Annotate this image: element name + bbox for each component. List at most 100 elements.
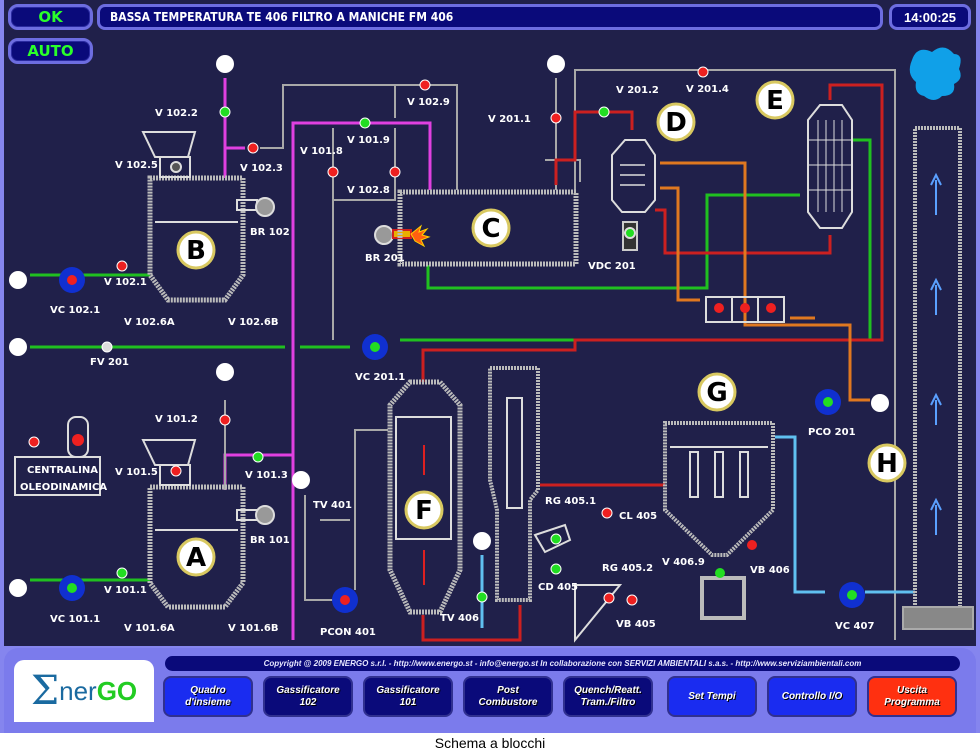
gasifier-b bbox=[141, 131, 246, 303]
logo-ner: ner bbox=[59, 675, 97, 706]
label-v101-1: V 101.1 bbox=[104, 585, 147, 596]
arrow-up-icon bbox=[547, 55, 565, 73]
label-v102-3: V 102.3 bbox=[240, 163, 283, 174]
nav-gassificatore-101-button[interactable]: Gassificatore 101 bbox=[363, 676, 453, 717]
label-tv401: TV 401 bbox=[313, 500, 352, 511]
valve-cd405[interactable] bbox=[550, 533, 562, 545]
pipe-cyan-g bbox=[775, 435, 915, 594]
label-pcon401: PCON 401 bbox=[320, 627, 376, 638]
label-cd405: CD 405 bbox=[538, 582, 578, 593]
valve-v102-2[interactable] bbox=[219, 106, 231, 118]
label-vc102-1: VC 102.1 bbox=[50, 305, 100, 316]
arrow-left-icon bbox=[871, 394, 889, 412]
flow-terminals bbox=[9, 55, 889, 597]
valve-v201-2[interactable] bbox=[598, 106, 610, 118]
valve-v101-8[interactable] bbox=[327, 166, 339, 178]
valve-tv406[interactable] bbox=[476, 591, 488, 603]
valve-v201-4[interactable] bbox=[697, 66, 709, 78]
valve-v101-1[interactable] bbox=[116, 567, 128, 579]
label-v102-5: V 102.5 bbox=[115, 160, 158, 171]
label-v201-4: V 201.4 bbox=[686, 84, 729, 95]
controllo-io-button[interactable]: Controllo I/O bbox=[767, 676, 857, 717]
pipe-green-c bbox=[426, 193, 800, 290]
label-br201: BR 201 bbox=[365, 253, 405, 264]
arrow-up-icon bbox=[216, 55, 234, 73]
smoke-icon bbox=[909, 47, 961, 100]
chimney-h bbox=[902, 47, 974, 630]
label-tv406: TV 406 bbox=[440, 613, 479, 624]
tag-labels: V 102.2 V 102.5 V 102.3 V 101.8 V 101.9 … bbox=[20, 84, 874, 638]
nav-quadro-insieme-button[interactable]: Quadro d'insieme bbox=[163, 676, 253, 717]
valve-centralina[interactable] bbox=[28, 436, 40, 448]
unit-badge-e: E bbox=[755, 80, 795, 120]
label-cl405: CL 405 bbox=[619, 511, 657, 522]
gasifier-a bbox=[141, 439, 246, 610]
label-v101-3: V 101.3 bbox=[245, 470, 288, 481]
centralina-box bbox=[14, 416, 101, 496]
pipe-orange-1 bbox=[660, 161, 870, 402]
quench-f bbox=[387, 379, 463, 615]
unit-badge-b: B bbox=[176, 230, 216, 270]
logo-go: GO bbox=[96, 675, 138, 706]
pump-vc201-1 bbox=[362, 334, 388, 360]
uscita-programma-button[interactable]: Uscita Programma bbox=[867, 676, 957, 717]
valve-fv201[interactable] bbox=[101, 341, 113, 353]
nav-quench-filtro-button[interactable]: Quench/Reatt. Tram./Filtro bbox=[563, 676, 653, 717]
valve-vb405[interactable] bbox=[626, 594, 638, 606]
label-v101-5: V 101.5 bbox=[115, 467, 158, 478]
pipe-orange-2 bbox=[660, 186, 815, 320]
label-vb405: VB 405 bbox=[616, 619, 656, 630]
unit-badge-a: A bbox=[176, 537, 216, 577]
unit-badge-d: D bbox=[656, 102, 696, 142]
pump-pco201 bbox=[815, 389, 841, 415]
label-v102-2: V 102.2 bbox=[155, 108, 198, 119]
auto-mode-button[interactable]: AUTO bbox=[8, 38, 93, 64]
label-v101-9: V 101.9 bbox=[347, 135, 390, 146]
valve-cd405b[interactable] bbox=[550, 563, 562, 575]
blower-br101 bbox=[236, 505, 275, 525]
label-vb406: VB 406 bbox=[750, 565, 790, 576]
pipe-red-c bbox=[554, 110, 634, 185]
nav-gassificatore-102-button[interactable]: Gassificatore 102 bbox=[263, 676, 353, 717]
valve-v101-5[interactable] bbox=[170, 465, 182, 477]
alarm-message-bar: BASSA TEMPERATURA TE 406 FILTRO A MANICH… bbox=[97, 4, 883, 30]
equipment bbox=[14, 47, 974, 643]
blower-br102 bbox=[236, 197, 275, 217]
label-v201-2: V 201.2 bbox=[616, 85, 659, 96]
ok-status-button[interactable]: OK bbox=[8, 4, 93, 30]
bag-filter-g bbox=[663, 421, 775, 620]
valve-v201-1[interactable] bbox=[550, 112, 562, 124]
valve-rg405-2[interactable] bbox=[603, 592, 615, 604]
pipe-grey-tv401 bbox=[304, 429, 388, 601]
label-pco201: PCO 201 bbox=[808, 427, 856, 438]
heat-exchanger-e bbox=[807, 104, 853, 229]
valve-v101-9[interactable] bbox=[359, 117, 371, 129]
pipe-red-f bbox=[421, 605, 522, 642]
label-v406-9: V 406.9 bbox=[662, 557, 705, 568]
nav-post-combustore-button[interactable]: Post Combustore bbox=[463, 676, 553, 717]
valve-v102-8[interactable] bbox=[389, 166, 401, 178]
svg-text:H: H bbox=[876, 449, 898, 479]
reactor-column bbox=[488, 366, 623, 643]
copyright-bar: Copyright @ 2009 ENERGO s.r.l. - http://… bbox=[165, 656, 960, 671]
valve-v102-3[interactable] bbox=[247, 142, 259, 154]
unit-d bbox=[611, 139, 656, 251]
post-combustor-c bbox=[397, 189, 579, 267]
arrow-up-icon bbox=[216, 363, 234, 381]
valve-v102-9[interactable] bbox=[419, 79, 431, 91]
label-v102-8: V 102.8 bbox=[347, 185, 390, 196]
label-v101-8: V 101.8 bbox=[300, 146, 343, 157]
pumps bbox=[59, 267, 865, 613]
valve-cl405[interactable] bbox=[601, 507, 613, 519]
pump-vc407 bbox=[839, 582, 865, 608]
svg-text:C: C bbox=[481, 214, 500, 244]
label-v101-6a: V 101.6A bbox=[124, 623, 175, 634]
valve-v102-1[interactable] bbox=[116, 260, 128, 272]
arrow-right-icon bbox=[9, 338, 27, 356]
valve-v101-3[interactable] bbox=[252, 451, 264, 463]
process-diagram: B C D E A F G H V 102.2 V 102.5 V 102.3 … bbox=[9, 47, 974, 643]
set-tempi-button[interactable]: Set Tempi bbox=[667, 676, 757, 717]
unit-badge-c: C bbox=[471, 208, 511, 248]
svg-text:B: B bbox=[186, 236, 206, 266]
valve-v101-2[interactable] bbox=[219, 414, 231, 426]
